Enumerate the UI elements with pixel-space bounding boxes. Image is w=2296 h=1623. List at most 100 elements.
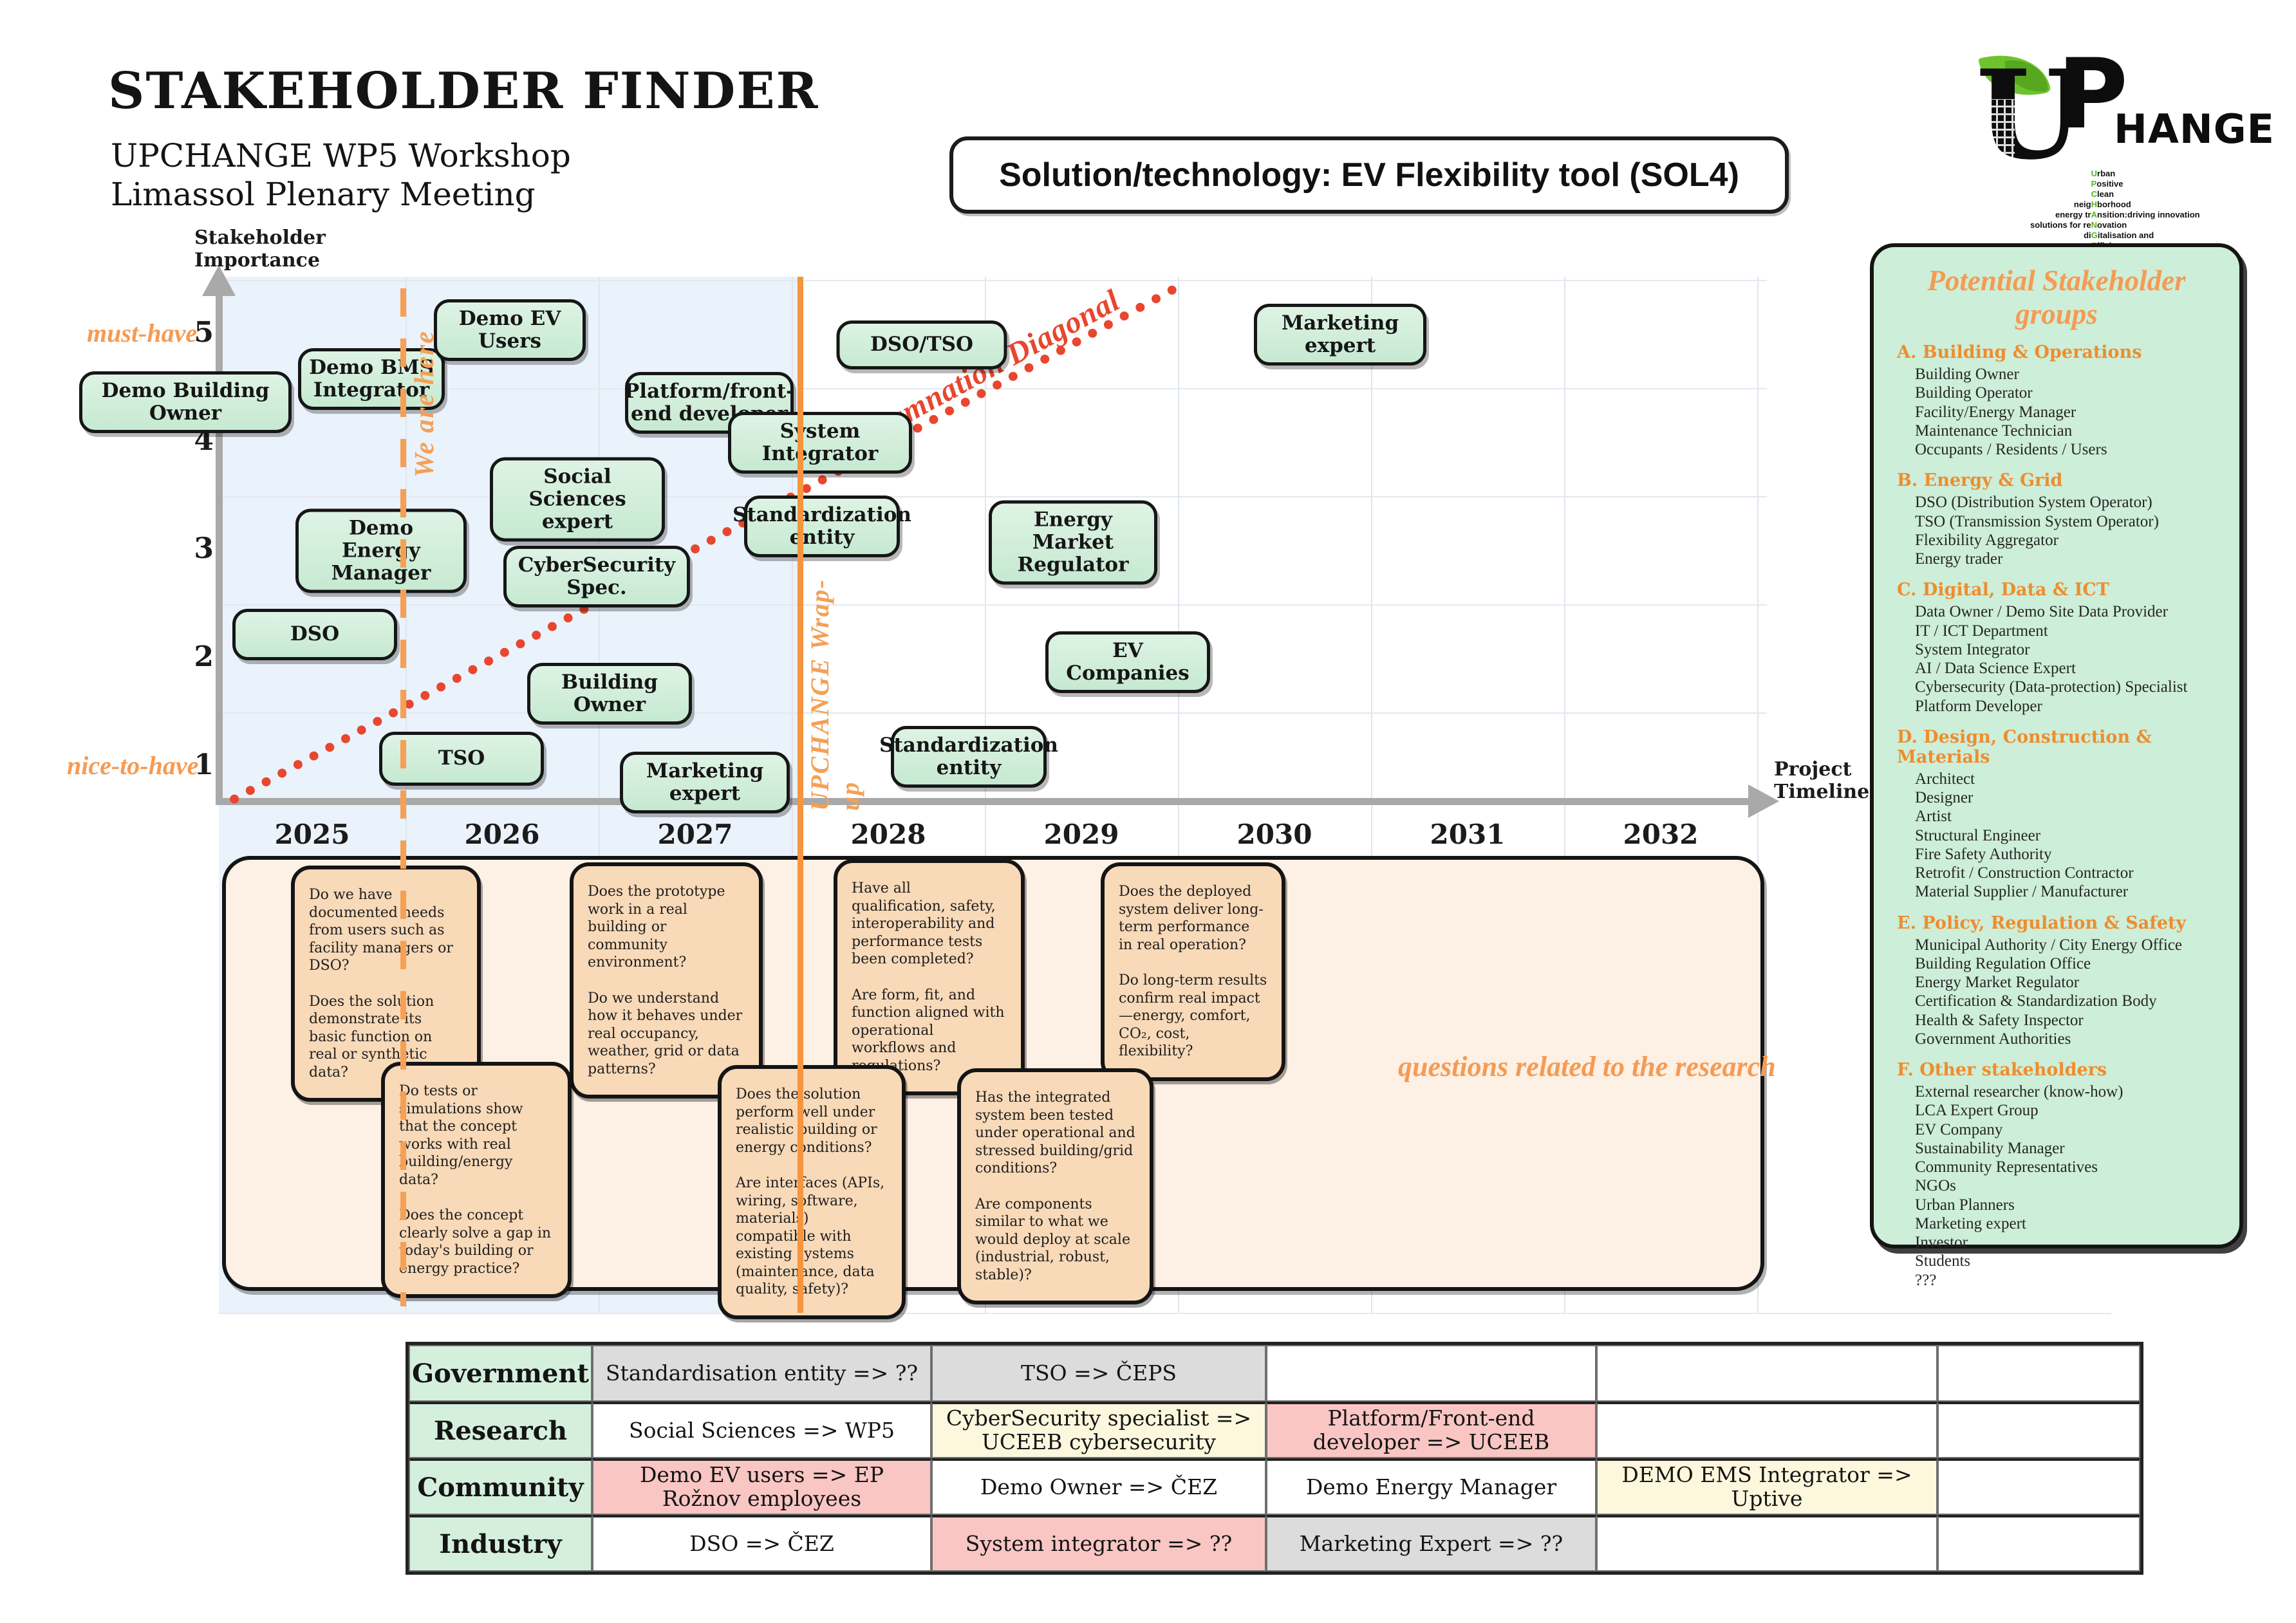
- sidebar-section-heading: A. Building & Operations: [1897, 342, 2142, 362]
- table-cell: [1937, 1345, 2140, 1402]
- building-windows-texture: [1990, 99, 2015, 175]
- stakeholder-box: Social Sciences expert: [490, 457, 665, 542]
- sidebar-item: Urban Planners: [1915, 1196, 2015, 1214]
- page-title: STAKEHOLDER FINDER: [108, 62, 819, 120]
- acrostic-keypost: Gitalisation and: [2091, 230, 2154, 240]
- x-axis-label: Project Timeline: [1774, 758, 1870, 803]
- sidebar-item: Maintenance Technician: [1915, 422, 2073, 440]
- sidebar-title: Potential Stakeholder groups: [1927, 264, 2186, 330]
- question-card: Does the prototype work in a real buildi…: [570, 862, 763, 1099]
- x-axis-year-label: 2032: [1623, 819, 1699, 850]
- acrostic-pre: solutions for re: [2030, 220, 2091, 230]
- question-text: Does the prototype work in a real buildi…: [588, 884, 725, 970]
- subtitle-line2: Limassol Plenary Meeting: [111, 176, 536, 213]
- sidebar-item: Retrofit / Construction Contractor: [1915, 864, 2134, 882]
- stakeholder-box: Standardization entity: [733, 495, 911, 558]
- question-card: Does the solution perform well under rea…: [718, 1065, 906, 1319]
- acrostic-key-letter: U: [2091, 169, 2098, 178]
- sidebar-section-heading: C. Digital, Data & ICT: [1897, 580, 2109, 600]
- gridline-horizontal: [219, 712, 1767, 714]
- table-cell: Standardisation entity => ??: [592, 1345, 931, 1402]
- sidebar-item: External researcher (know-how): [1915, 1083, 2123, 1100]
- table-cell: [1596, 1515, 1937, 1572]
- question-text: Does the deployed system deliver long-te…: [1119, 884, 1264, 953]
- sidebar-item: Sustainability Manager: [1915, 1139, 2065, 1157]
- acrostic-key-letter: H: [2091, 199, 2098, 209]
- wrap-up-label: UPCHANGE Wrap-up: [805, 578, 864, 811]
- gridline-vertical: [1564, 277, 1565, 1313]
- question-text: Are form, fit, and function aligned with…: [852, 987, 1005, 1074]
- sidebar-item: System Integrator: [1915, 640, 2030, 658]
- table-cell: [1596, 1345, 1937, 1402]
- table-cell: DEMO EMS Integrator => Uptive: [1596, 1458, 1937, 1515]
- y-tick-label: 3: [194, 532, 214, 565]
- stakeholder-box: Demo BMS Integrator: [298, 348, 445, 411]
- acrostic-key-letter: G: [2091, 230, 2098, 240]
- table-cell: System integrator => ??: [931, 1515, 1266, 1572]
- acrostic-pre: energy tr: [2055, 210, 2091, 219]
- wrap-up-line: [798, 277, 803, 1313]
- acrostic-keypost: Novation: [2091, 220, 2127, 230]
- sidebar-item: EV Company: [1915, 1120, 2003, 1138]
- question-card: Does the deployed system deliver long-te…: [1101, 862, 1285, 1081]
- question-card: Has the integrated system been tested un…: [957, 1068, 1153, 1304]
- subtitle-line1: UPCHANGE WP5 Workshop: [111, 137, 571, 174]
- stakeholder-box: Demo Energy Manager: [295, 508, 467, 593]
- x-axis-year-label: 2027: [657, 819, 733, 850]
- acrostic-keypost: Hborhood: [2091, 199, 2131, 209]
- question-text: Do long-term results confirm real impact…: [1119, 972, 1267, 1059]
- table-cell: [1596, 1402, 1937, 1458]
- sidebar-item: Energy Market Regulator: [1915, 974, 2080, 991]
- sidebar-item: Energy trader: [1915, 550, 2003, 568]
- x-axis-year-label: 2030: [1237, 819, 1312, 850]
- sidebar-item: Structural Engineer: [1915, 826, 2041, 844]
- question-text: Has the integrated system been tested un…: [975, 1090, 1135, 1176]
- x-axis-year-label: 2025: [274, 819, 350, 850]
- acrostic-key-letter: C: [2091, 189, 2098, 199]
- we-are-here-label: We are here: [410, 330, 440, 478]
- question-text: Do tests or simulations show that the co…: [399, 1083, 523, 1188]
- sidebar-item: Health & Safety Inspector: [1915, 1011, 2084, 1029]
- sidebar-item: Architect: [1915, 770, 1975, 788]
- sidebar-item: Building Owner: [1915, 366, 2019, 383]
- y-tick-label: 2: [194, 640, 214, 673]
- table-cell: Demo EV users => EP Rožnov employees: [592, 1458, 931, 1515]
- must-have-annotation: must-have: [87, 319, 198, 348]
- x-axis-year-label: 2026: [464, 819, 540, 850]
- potential-stakeholder-groups-panel: Potential Stakeholder groups A. Building…: [1870, 243, 2243, 1289]
- sidebar-item: Artist: [1915, 808, 1952, 826]
- page-subtitle: UPCHANGE WP5 Workshop Limassol Plenary M…: [111, 136, 571, 214]
- x-axis-year-label: 2029: [1043, 819, 1119, 850]
- table-cell: Demo Owner => ČEZ: [931, 1458, 1266, 1515]
- acrostic-pre: [2030, 169, 2091, 179]
- stakeholder-box: EV Companies: [1045, 631, 1210, 694]
- stakeholder-box: TSO: [379, 732, 544, 786]
- x-axis-arrowhead: [1748, 784, 1779, 818]
- question-text: Have all qualification, safety, interope…: [852, 880, 996, 967]
- sidebar-item: Platform Developer: [1915, 697, 2042, 715]
- acrostic-key-letter: N: [2091, 220, 2098, 230]
- question-card: Have all qualification, safety, interope…: [834, 859, 1025, 1095]
- sidebar-section-heading: E. Policy, Regulation & Safety: [1897, 913, 2187, 933]
- sidebar-item: Government Authorities: [1915, 1030, 2071, 1048]
- x-axis-year-label: 2028: [850, 819, 926, 850]
- acrostic-key-letter: A: [2091, 210, 2098, 219]
- gridline-horizontal: [219, 388, 1767, 389]
- table-row-label: Research: [409, 1402, 592, 1458]
- sidebar-item: TSO (Transmission System Operator): [1915, 512, 2159, 530]
- acrostic-keypost: Ansition:driving innovation: [2091, 210, 2200, 219]
- sidebar-item: Municipal Authority / City Energy Office: [1915, 936, 2182, 954]
- solution-technology-label: Solution/technology: EV Flexibility tool…: [999, 156, 1739, 194]
- sidebar-item: Occupants / Residents / Users: [1915, 441, 2107, 458]
- sidebar-section-heading: F. Other stakeholders: [1897, 1060, 2107, 1080]
- gridline-vertical: [792, 277, 793, 1313]
- logo-letter-p: P: [2057, 39, 2128, 151]
- question-text: Does the concept clearly solve a gap in …: [399, 1207, 552, 1277]
- gridline-horizontal: [219, 604, 1767, 606]
- table-cell: Social Sciences => WP5: [592, 1402, 931, 1458]
- question-card: Do tests or simulations show that the co…: [381, 1062, 572, 1298]
